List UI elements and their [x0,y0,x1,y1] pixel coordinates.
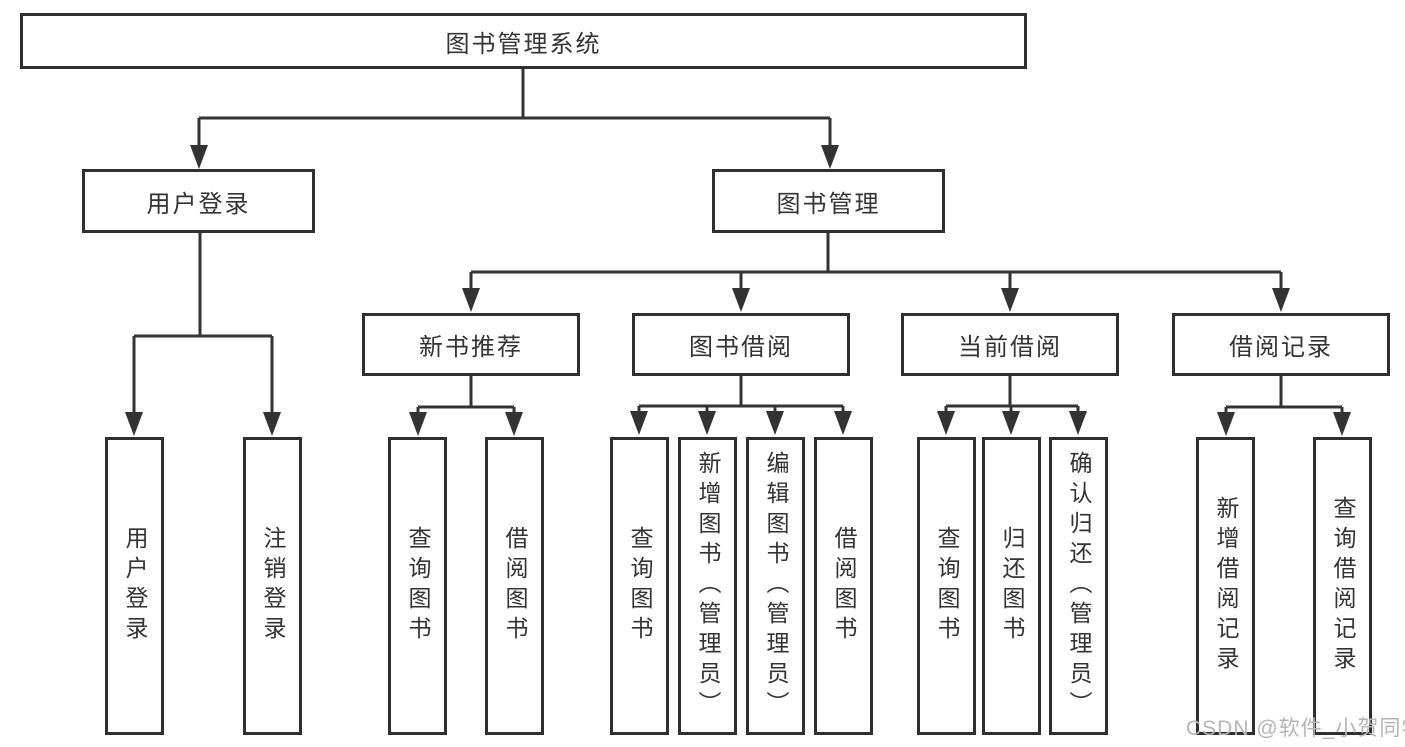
leaf-label: 查询借阅记录 [1330,496,1356,676]
leaf-borrow-books-recommend: 借阅图书 [485,437,544,735]
node-user-login: 用户登录 [82,169,315,233]
node-book-management: 图书管理 [712,169,945,233]
leaf-label: 新增图书（管理员） [695,451,721,721]
csdn-watermark: CSDN @软件_小贺同学 [1186,717,1405,740]
leaf-label: 借阅图书 [502,526,528,646]
leaf-label: 注销登录 [260,526,286,646]
leaf-borrow-books: 借阅图书 [814,437,873,735]
node-label: 图书管理系统 [445,30,602,58]
node-label: 用户登录 [146,190,251,218]
leaf-query-books-recommend: 查询图书 [388,437,447,735]
node-current-borrow: 当前借阅 [901,313,1119,376]
leaf-label: 用户登录 [122,526,148,646]
node-label: 图书管理 [776,190,881,218]
leaf-add-books-admin: 新增图书（管理员） [678,437,737,735]
leaf-query-books-borrow: 查询图书 [610,437,669,735]
node-new-book-recommend: 新书推荐 [362,313,580,376]
leaf-add-borrow-record: 新增借阅记录 [1196,437,1255,735]
node-label: 借阅记录 [1229,334,1333,361]
leaf-edit-books-admin: 编辑图书（管理员） [746,437,805,735]
leaf-label: 借阅图书 [831,526,857,646]
node-borrow-record: 借阅记录 [1172,313,1390,376]
node-label: 新书推荐 [419,334,523,361]
leaf-query-books-current: 查询图书 [917,437,976,735]
arrowheads [125,145,1351,436]
leaf-confirm-return-admin: 确认归还（管理员） [1049,437,1108,735]
node-label: 当前借阅 [958,334,1062,361]
leaf-user-login: 用户登录 [105,437,164,735]
node-book-borrow: 图书借阅 [632,313,850,376]
leaf-logout: 注销登录 [243,437,302,735]
leaf-return-books: 归还图书 [982,437,1041,735]
node-library-management-system: 图书管理系统 [20,13,1027,69]
leaf-label: 查询图书 [627,526,653,646]
node-label: 图书借阅 [689,334,793,361]
leaf-label: 归还图书 [999,526,1025,646]
leaf-label: 确认归还（管理员） [1066,451,1092,721]
leaf-label: 新增借阅记录 [1213,496,1239,676]
leaf-label: 查询图书 [934,526,960,646]
leaf-label: 查询图书 [405,526,431,646]
leaf-query-borrow-record: 查询借阅记录 [1313,437,1372,735]
leaf-label: 编辑图书（管理员） [763,451,789,721]
